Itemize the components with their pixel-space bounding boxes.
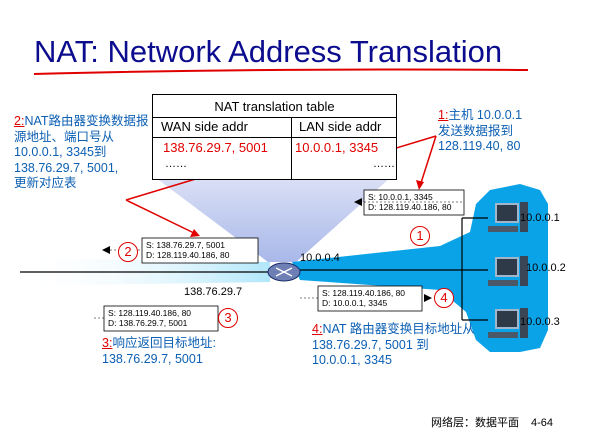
arrow-step2-packet — [125, 199, 197, 235]
table-funnel — [156, 178, 390, 262]
packet-arrowhead-1 — [354, 198, 362, 206]
packet-arrowhead-2 — [102, 246, 110, 254]
host-3-address: 10.0.0.3 — [520, 316, 560, 328]
table-title: NAT translation table — [214, 99, 335, 114]
table-cell-lan: 10.0.0.1, 3345 — [295, 140, 379, 155]
page-title: NAT: Network Address Translation — [34, 34, 503, 69]
table-cell-ellipsis-lan: …… — [373, 158, 395, 170]
table-cell-ellipsis-wan: …… — [165, 158, 187, 170]
packet-arrowhead-4 — [424, 294, 432, 302]
host-1-address: 10.0.0.1 — [520, 212, 560, 224]
footer: 网络层：数据平面 4-64 — [431, 414, 553, 430]
page-number: 4-64 — [530, 417, 553, 429]
title-underline — [33, 68, 529, 75]
footer-section: 网络层：数据平面 — [430, 417, 519, 429]
host-computer-2 — [488, 256, 528, 286]
router-lan-address: 10.0.0.4 — [300, 252, 340, 264]
packet-box-2 — [141, 237, 259, 264]
note-step2: 2:NAT路由器变换数据报 源地址、端口号从 10.0.0.1, 3345到 1… — [14, 114, 149, 190]
host-computer-3 — [488, 308, 528, 338]
packet-box-4 — [317, 285, 423, 312]
col-header-lan: LAN side addr — [299, 119, 382, 134]
host-2-address: 10.0.0.2 — [526, 262, 566, 274]
col-header-wan: WAN side addr — [161, 119, 248, 134]
packet-box-1 — [363, 189, 465, 216]
table-cell-wan: 138.76.29.7, 5001 — [163, 140, 268, 155]
arrow-step1-packet — [419, 135, 437, 187]
host-computer-1 — [488, 202, 528, 232]
step-circle-1: 1 — [410, 226, 430, 246]
step-circle-2: 2 — [118, 242, 138, 262]
lan-cloud — [292, 184, 548, 352]
router-wan-address: 138.76.29.7 — [184, 286, 243, 298]
note-step4: 4:NAT 路由器变换目标地址从 138.76.29.7, 5001 到 10.… — [312, 322, 475, 367]
router-arrows-icon — [275, 267, 293, 277]
note-step1: 1:主机 10.0.0.1 发送数据报到 128.119.40, 80 — [438, 108, 523, 153]
note-step3: 3:响应返回目标地址: 138.76.29.7, 5001 — [102, 336, 216, 366]
step-circle-4: 4 — [434, 288, 454, 308]
step-circle-3: 3 — [218, 308, 238, 328]
nat-translation-table: NAT translation table WAN side addr LAN … — [152, 94, 397, 180]
